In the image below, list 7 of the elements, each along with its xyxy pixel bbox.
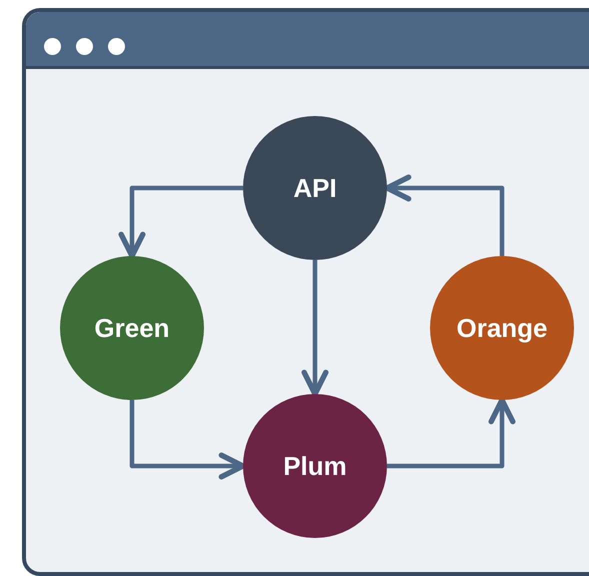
arrow <box>118 186 243 259</box>
node-label: API <box>293 172 337 204</box>
arrow <box>302 260 328 397</box>
node-label: Plum <box>283 450 347 482</box>
arrow <box>387 397 516 468</box>
node-label: Orange <box>456 312 548 344</box>
node-label: Green <box>94 312 170 344</box>
